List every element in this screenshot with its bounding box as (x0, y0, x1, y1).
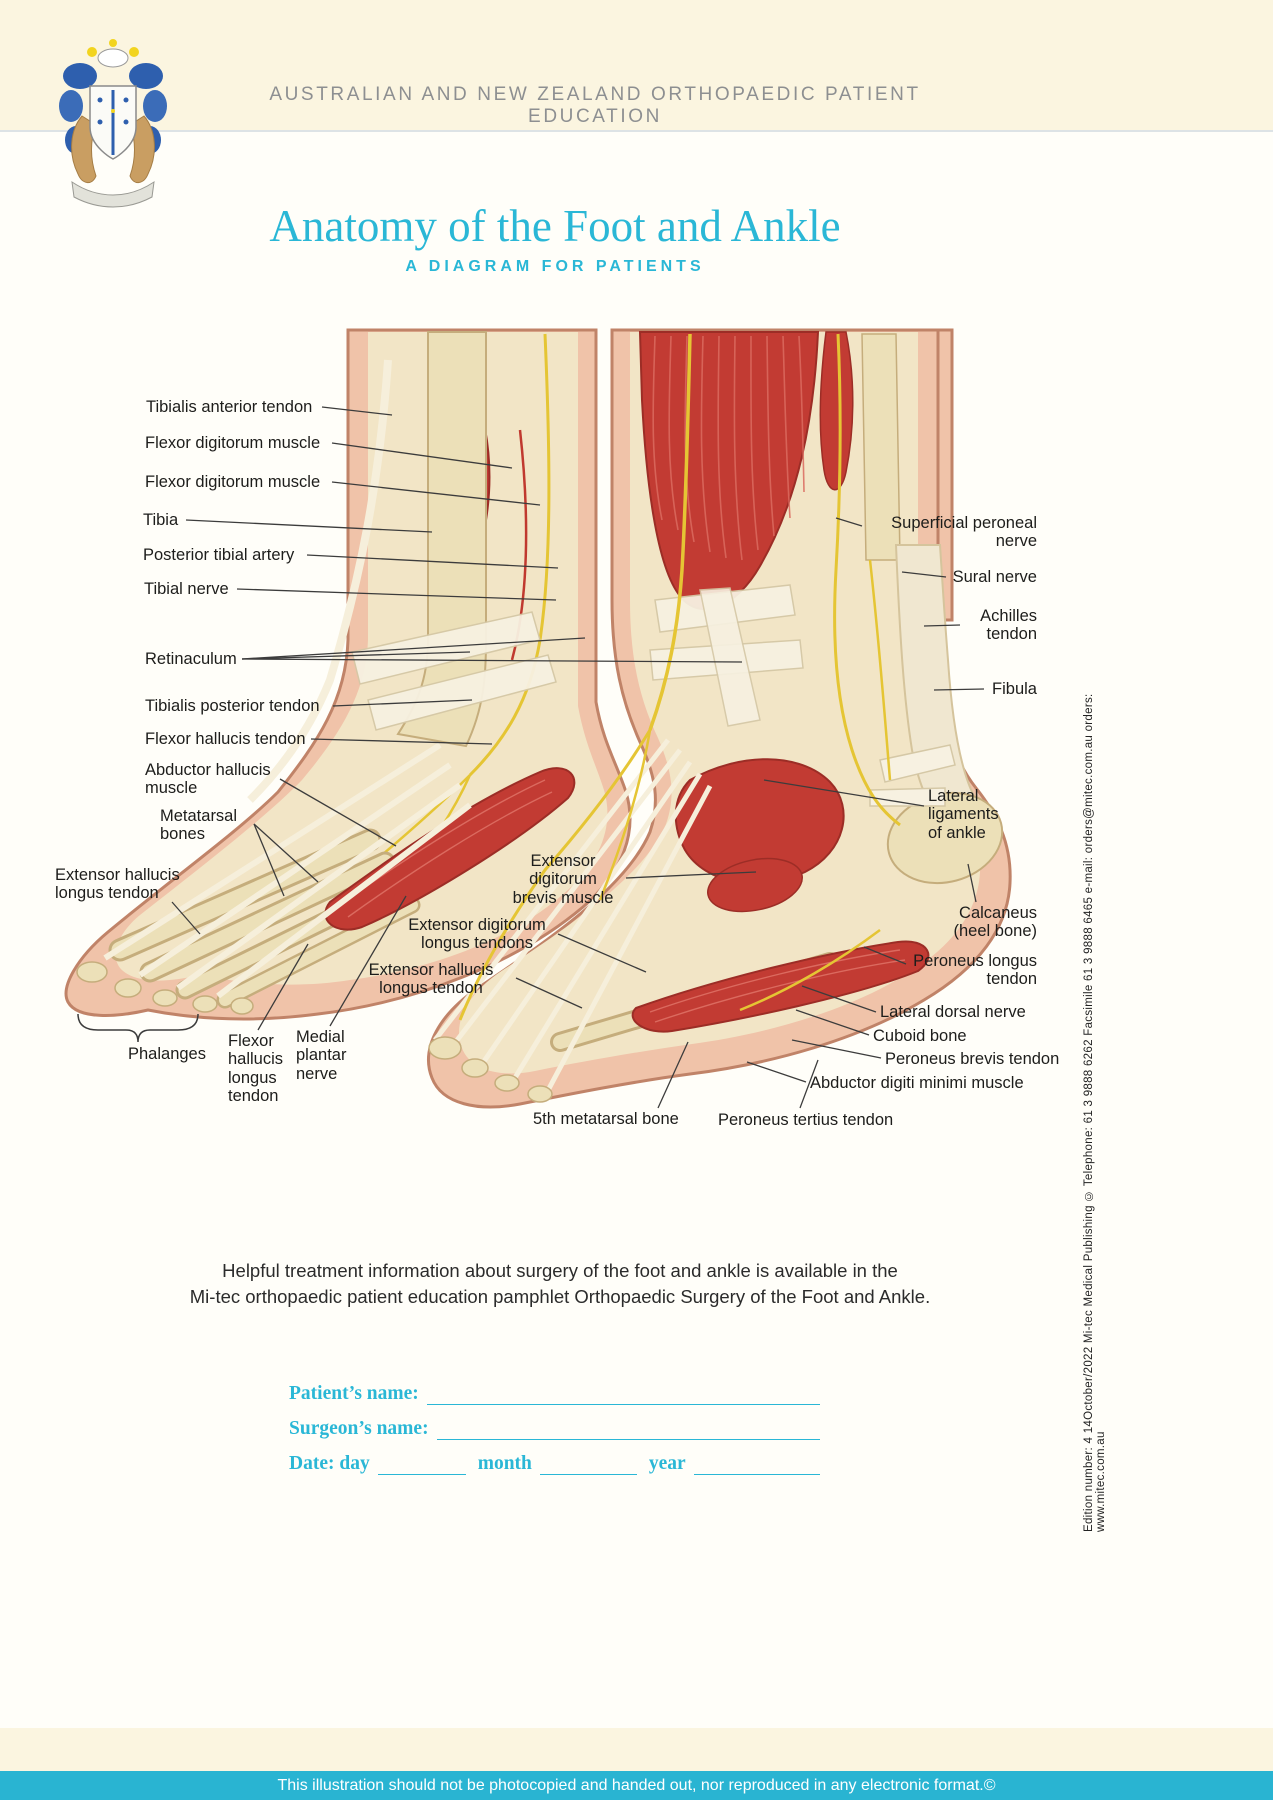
label-cuboid-bone: Cuboid bone (873, 1027, 967, 1045)
coat-of-arms-logo (52, 34, 174, 210)
bottom-cream-band (0, 1728, 1273, 1771)
label-5th-metatarsal-bone: 5th metatarsal bone (533, 1110, 679, 1128)
label-metatarsal-bones: Metatarsal bones (160, 807, 238, 844)
coat-of-arms-graphic (59, 39, 167, 208)
footer-notice-bar: This illustration should not be photocop… (0, 1771, 1273, 1800)
label-extensor-digitorum-longus-tendons: Extensor digitorum longus tendons (408, 916, 546, 953)
patient-name-label: Patient’s name: (289, 1383, 419, 1404)
label-peroneus-longus-tendon: Peroneus longus tendon (913, 952, 1037, 989)
date-month-label: month (477, 1453, 532, 1474)
date-month-line (539, 1454, 637, 1475)
label-retinaculum: Retinaculum (145, 650, 237, 668)
label-abductor-digiti-minimi-muscle: Abductor digiti minimi muscle (810, 1074, 1024, 1092)
label-peroneus-tertius-tendon: Peroneus tertius tendon (718, 1111, 894, 1129)
page-title: Anatomy of the Foot and Ankle (269, 201, 841, 251)
label-medial-plantar-nerve: Medial plantar nerve (296, 1028, 347, 1083)
label-flexor-hallucis-tendon: Flexor hallucis tendon (145, 730, 306, 748)
phalanges-brace (77, 1013, 199, 1043)
label-peroneus-brevis-tendon: Peroneus brevis tendon (885, 1050, 1060, 1068)
label-achilles-tendon: Achilles tendon (980, 607, 1037, 644)
date-day-label: Date: day (289, 1453, 370, 1474)
date-year-label: year (648, 1453, 686, 1474)
label-flexor-digitorum-muscle-1: Flexor digitorum muscle (145, 434, 321, 452)
label-sural-nerve: Sural nerve (952, 568, 1037, 586)
label-posterior-tibial-artery: Posterior tibial artery (143, 546, 295, 564)
surgeon-name-label: Surgeon’s name: (289, 1418, 429, 1439)
label-fibula: Fibula (992, 680, 1037, 698)
label-tibial-nerve: Tibial nerve (144, 580, 229, 598)
edition-sidebar-text: Edition number: 4 14October/2022 Mi-tec … (1083, 693, 1107, 1533)
label-superficial-peroneal-nerve: Superficial peroneal nerve (891, 514, 1037, 551)
label-extensor-hallucis-longus-tendon-medial: Extensor hallucis longus tendon (55, 866, 180, 903)
date-year-line (693, 1454, 820, 1475)
lateral-foot-art (427, 328, 1012, 1109)
org-title: AUSTRALIAN AND NEW ZEALAND ORTHOPAEDIC P… (269, 84, 921, 127)
label-tibialis-posterior-tendon: Tibialis posterior tendon (145, 697, 320, 715)
page-subtitle: A DIAGRAM FOR PATIENTS (405, 258, 705, 275)
patient-name-line (426, 1384, 820, 1405)
leader-lines (77, 406, 985, 1109)
label-calcaneus: Calcaneus (heel bone) (953, 904, 1037, 941)
date-day-line (377, 1454, 466, 1475)
label-flexor-hallucis-longus-tendon: Flexor hallucis longus tendon (228, 1032, 284, 1106)
label-tibia: Tibia (143, 511, 179, 529)
label-abductor-hallucis-muscle: Abductor hallucis muscle (145, 761, 271, 798)
label-lateral-dorsal-nerve: Lateral dorsal nerve (880, 1003, 1026, 1021)
patient-form: Patient’s name: Surgeon’s name: Date: da… (289, 1381, 820, 1486)
surgeon-name-line (436, 1419, 820, 1440)
label-tibialis-anterior-tendon: Tibialis anterior tendon (146, 398, 313, 416)
label-extensor-hallucis-longus-tendon-lateral: Extensor hallucis longus tendon (368, 961, 494, 998)
label-extensor-digitorum-brevis-muscle: Extensor digitorum brevis muscle (512, 852, 614, 907)
label-phalanges: Phalanges (128, 1045, 206, 1063)
label-flexor-digitorum-muscle-2: Flexor digitorum muscle (145, 473, 321, 491)
header-band (0, 0, 1273, 132)
date-row: Date: day month year (289, 1451, 820, 1475)
footer-notice: This illustration should not be photocop… (277, 1777, 996, 1794)
info-text: Helpful treatment information about surg… (189, 1260, 931, 1307)
label-lateral-ligaments-of-ankle: Lateral ligaments of ankle (928, 787, 999, 842)
patient-name-row: Patient’s name: (289, 1381, 820, 1405)
surgeon-name-row: Surgeon’s name: (289, 1416, 820, 1440)
